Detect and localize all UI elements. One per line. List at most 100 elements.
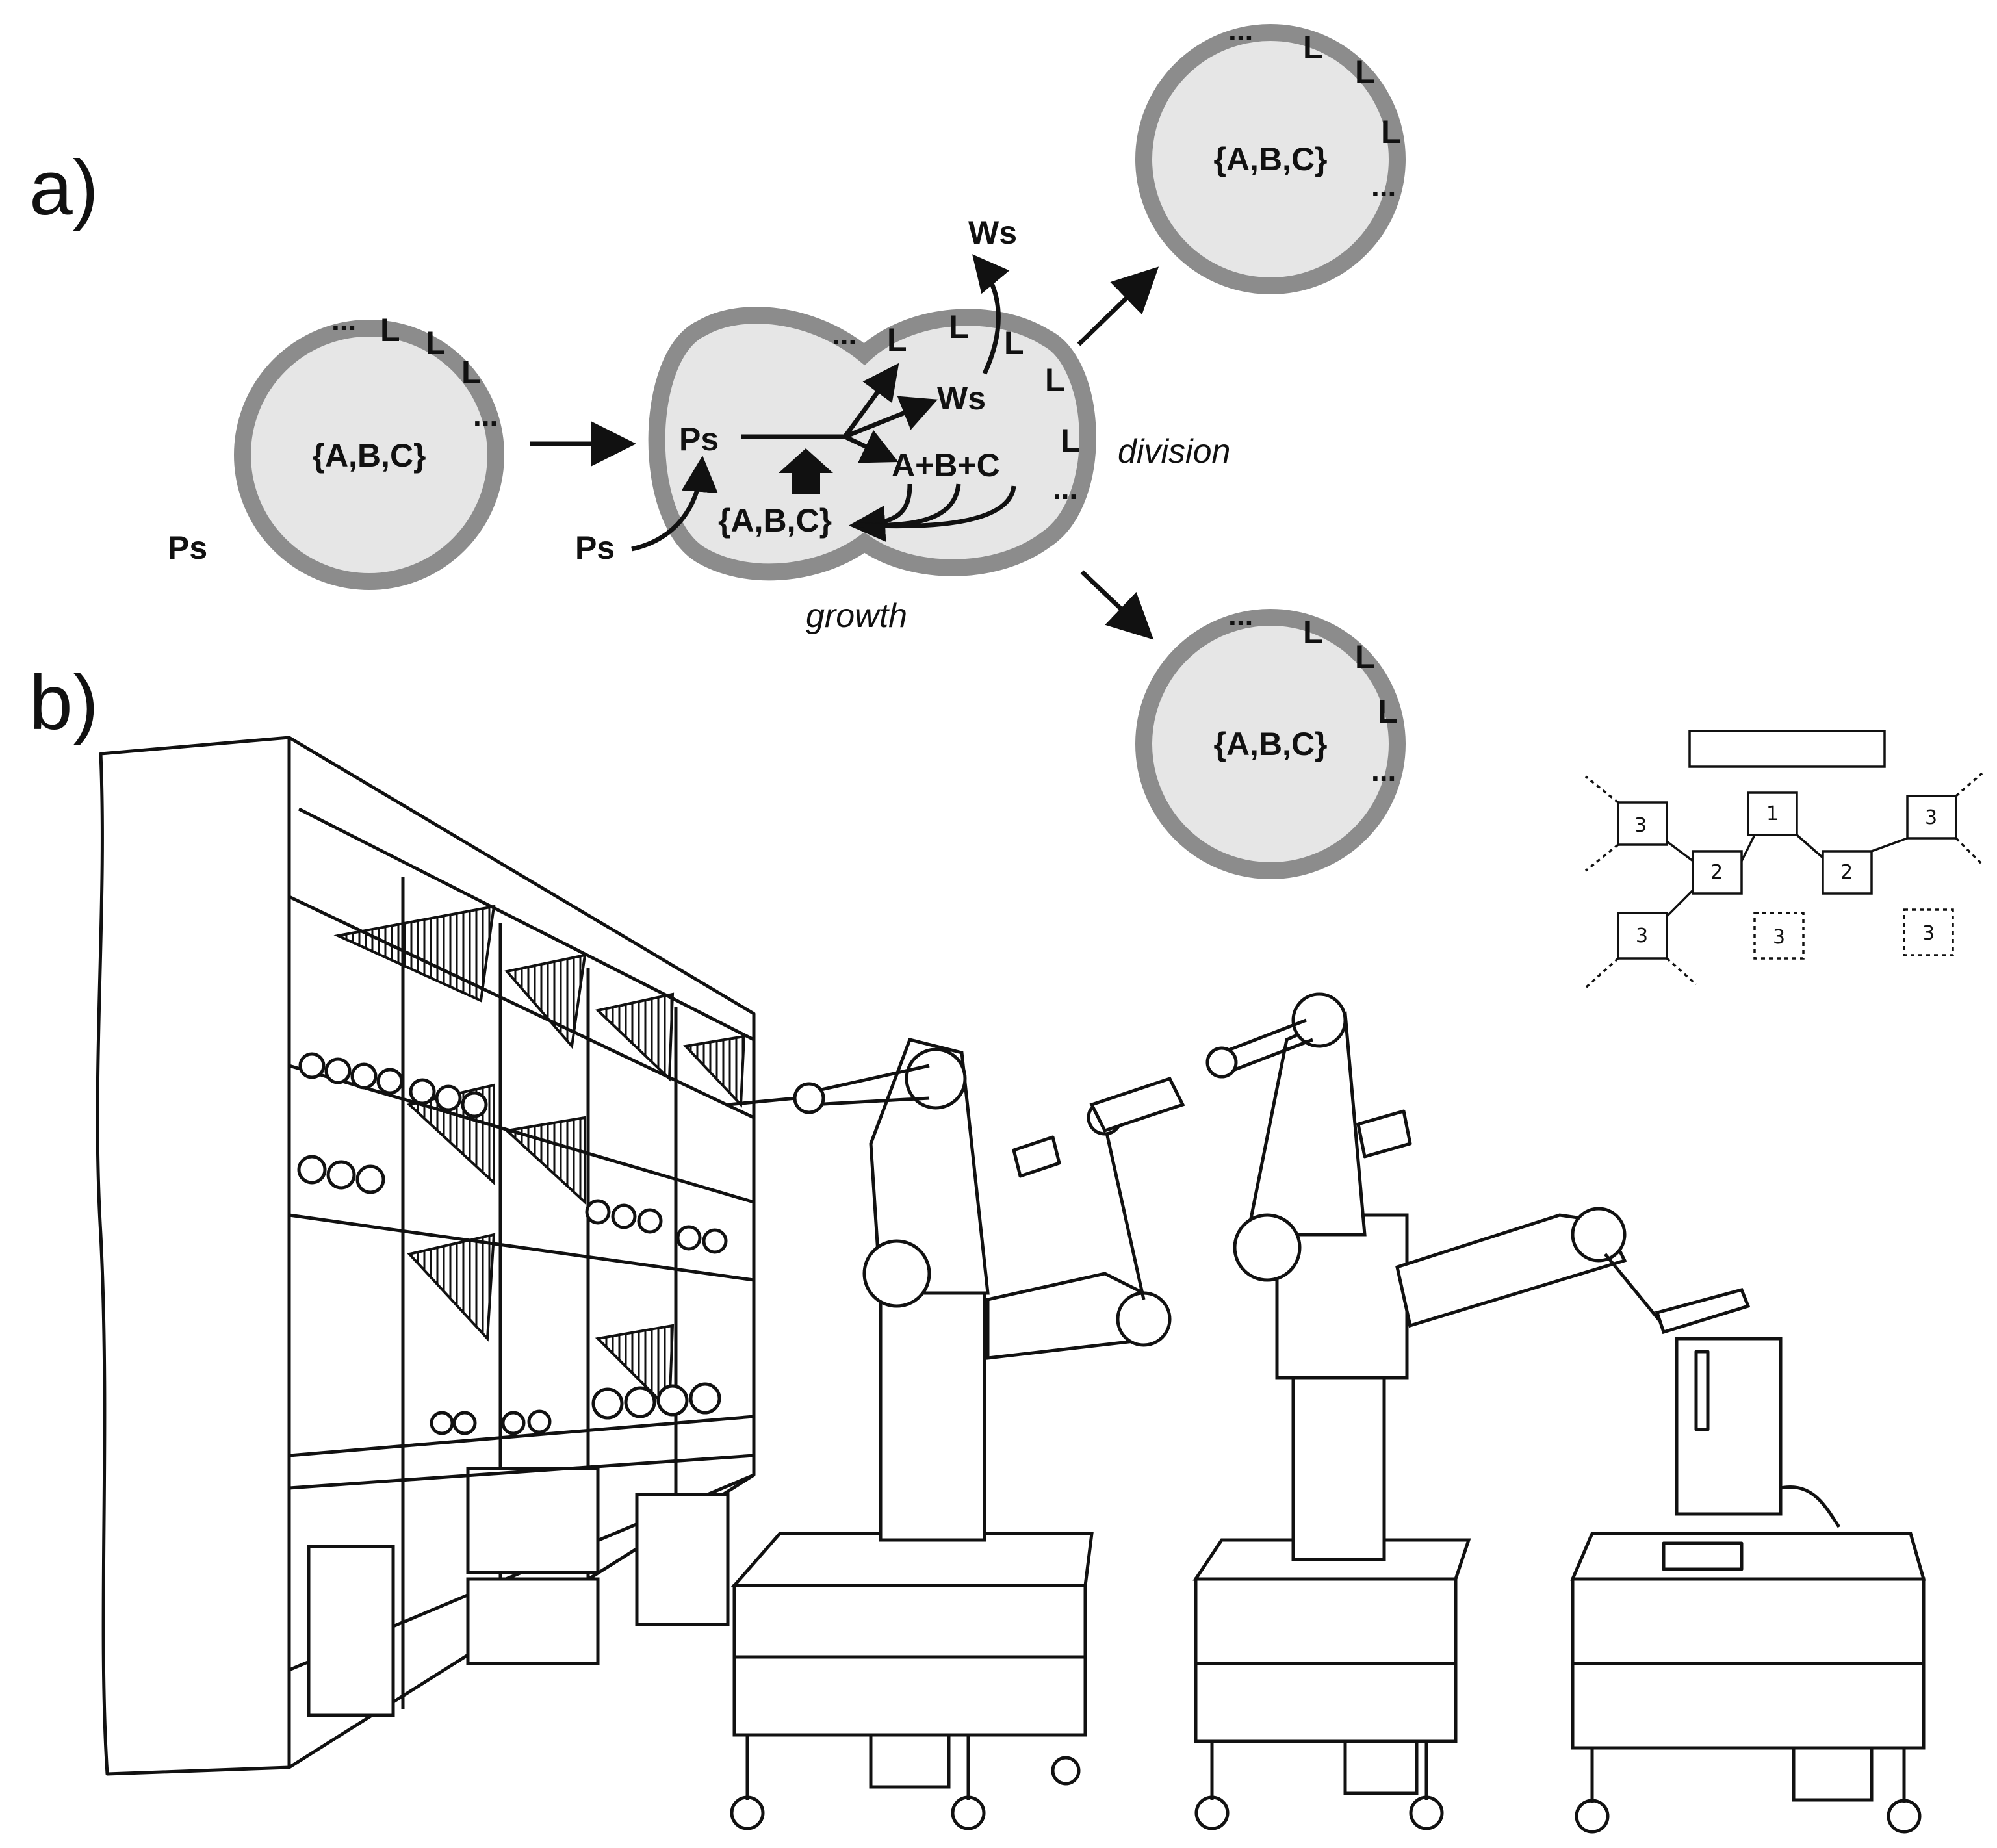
robot-joint — [1571, 1207, 1627, 1263]
cart-panel — [1343, 1739, 1419, 1795]
division-label: division — [1118, 433, 1230, 470]
membrane-ellipsis: ... — [1228, 598, 1253, 632]
sketch-station — [1906, 795, 1957, 840]
sketch-station — [1747, 791, 1798, 836]
lipid-mark: L — [1355, 639, 1375, 675]
lipid-mark: L — [949, 309, 969, 345]
robot-wrist — [1205, 1046, 1238, 1079]
shelf-frame — [96, 736, 756, 1776]
cell-membrane — [1135, 609, 1406, 879]
membrane-ellipsis: ... — [1371, 169, 1396, 203]
membrane-ellipsis: ... — [1053, 472, 1077, 506]
robot-forearm — [1221, 1018, 1307, 1055]
cell-membrane — [1135, 24, 1406, 294]
cart-wheel — [1409, 1795, 1444, 1830]
waste-out-arrow — [972, 254, 1010, 375]
growth-label: growth — [806, 597, 907, 635]
cell-set-label: {A,B,C} — [1213, 726, 1327, 762]
sketch-link — [1740, 834, 1756, 862]
membrane-ellipsis: ... — [331, 303, 356, 337]
instrument-cart-top — [1570, 1532, 1926, 1581]
storage-shelf-illustration — [96, 736, 756, 1776]
cart-wheel — [1051, 1756, 1081, 1786]
bin-triangle — [595, 1324, 675, 1413]
catalysis-arrow-icon — [779, 448, 833, 494]
robot-camera — [1012, 1135, 1061, 1178]
membrane-ellipsis: ... — [1228, 13, 1253, 47]
robot-joint — [905, 1047, 967, 1110]
sketch-reach — [1955, 837, 1983, 866]
sketch-number: 2 — [1710, 861, 1723, 884]
sketch-link — [1796, 834, 1824, 859]
robot-joint — [1233, 1213, 1302, 1282]
sketch-number: 3 — [1634, 814, 1647, 837]
reaction-branch-arrow — [844, 430, 899, 463]
panel-a-label: a) — [29, 144, 99, 231]
robot-camera — [1356, 1109, 1412, 1159]
shelf-top-inner — [298, 807, 755, 1042]
cart-wheel — [730, 1795, 765, 1830]
bin-triangle — [682, 1034, 746, 1108]
lipid-mark: L — [1355, 54, 1375, 90]
cell-set-label: {A,B,C} — [312, 437, 426, 474]
protocell-growing: Ps Ws A+B+C {A,B,C} ... L L L L L ... — [648, 254, 1096, 581]
cell-set-label: {A,B,C} — [718, 502, 832, 539]
robot-arm-2-illustration — [1192, 992, 1751, 1830]
stored-items-row — [297, 1052, 728, 1435]
protocell-initial: {A,B,C} ... L L L ... — [234, 303, 504, 590]
device-window — [1694, 1350, 1710, 1431]
bin-triangle — [407, 1233, 496, 1342]
protocell-daughter-bottom: {A,B,C} ... L L L ... — [1135, 598, 1406, 879]
precursor-inside-label: Ps — [679, 421, 719, 457]
panel-a: a) {A,B,C} ... L L L ... Ps Ps Ws A+B+C … — [29, 13, 1406, 879]
robot-arm-1-illustration — [727, 1038, 1185, 1830]
membrane-ellipsis: ... — [832, 317, 857, 351]
sketch-reach — [1584, 775, 1619, 804]
sketch-station — [1822, 850, 1873, 895]
robot-wrist — [793, 1082, 825, 1114]
protocell-daughter-top: {A,B,C} ... L L L ... — [1135, 13, 1406, 294]
waste-inside-label: Ws — [937, 380, 986, 417]
instrument-cart-illustration — [1570, 1337, 1926, 1834]
robot-cart-top — [730, 1532, 1094, 1587]
sketch-number: 3 — [1925, 806, 1937, 829]
lipid-mark: L — [1061, 422, 1081, 459]
bin-triangle — [504, 953, 587, 1049]
waste-outside-label: Ws — [968, 214, 1017, 251]
cart-wheel — [1887, 1799, 1922, 1834]
lipid-mark: L — [461, 354, 482, 391]
sketch-station-planned — [1753, 912, 1805, 960]
division-arrow-up — [1077, 266, 1159, 346]
precursor-inflow-label: Ps — [575, 530, 615, 566]
lipid-mark: L — [1004, 325, 1024, 361]
lipid-mark: L — [426, 325, 446, 361]
sketch-link — [1666, 840, 1694, 862]
robot-joint — [1291, 992, 1347, 1048]
robot-forearm — [812, 1064, 930, 1094]
robot-joint — [1116, 1291, 1172, 1347]
lipid-mark: L — [1045, 362, 1065, 398]
bin-triangle — [504, 1116, 586, 1205]
membrane-ellipsis: ... — [1371, 754, 1396, 788]
sketch-number: 1 — [1766, 802, 1779, 825]
robot-gripper — [727, 1096, 797, 1107]
sketch-reach — [1955, 772, 1983, 797]
sketch-station — [1617, 912, 1668, 960]
reaction-branch-arrow — [843, 363, 899, 439]
division-arrow-down — [1080, 570, 1154, 640]
lipid-mark: L — [887, 322, 907, 358]
sketch-number: 2 — [1840, 861, 1853, 884]
storage-box — [635, 1493, 730, 1626]
cart-slot — [1662, 1541, 1744, 1571]
cell-membrane — [234, 320, 504, 590]
bin-triangle — [333, 905, 496, 1003]
lipid-mark: L — [1378, 693, 1398, 730]
sketch-number: 3 — [1773, 926, 1785, 949]
robot-link — [1103, 1123, 1146, 1300]
sketch-reach — [1584, 843, 1619, 872]
instrument-device — [1675, 1337, 1783, 1516]
cart-wheel — [1194, 1795, 1230, 1830]
sketch-bench — [1688, 730, 1886, 768]
precursor-inflow-arrow — [631, 456, 718, 552]
